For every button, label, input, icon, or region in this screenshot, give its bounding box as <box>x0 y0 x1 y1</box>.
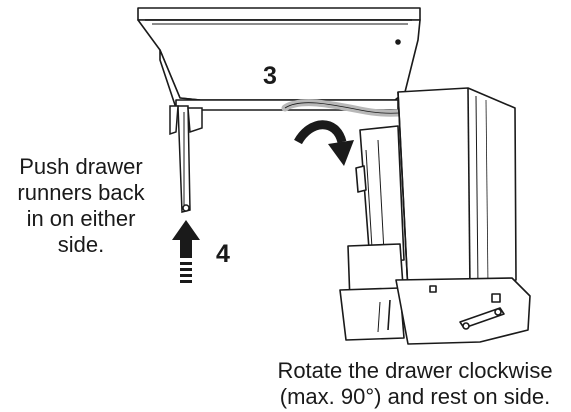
caption-line: side. <box>57 232 105 257</box>
caption-line: in on either <box>26 206 136 231</box>
caption-line: Rotate the drawer clockwise <box>277 358 553 383</box>
caption-line: (max. 90°) and rest on side. <box>279 384 551 409</box>
cabinet-housing <box>137 7 421 111</box>
left-drawer-runner <box>169 105 203 213</box>
rotate-drawer-caption: Rotate the drawer clockwise (max. 90°) a… <box>262 358 568 410</box>
step-number-4: 4 <box>216 240 230 268</box>
push-up-arrow <box>172 220 200 283</box>
clockwise-rotation-arrow <box>294 120 354 166</box>
caption-line: runners back <box>17 180 145 205</box>
rotated-drawer <box>339 87 531 345</box>
caption-line: Push drawer <box>19 154 143 179</box>
push-runners-caption: Push drawer runners back in on either si… <box>4 154 158 258</box>
step-number-3: 3 <box>263 62 277 90</box>
